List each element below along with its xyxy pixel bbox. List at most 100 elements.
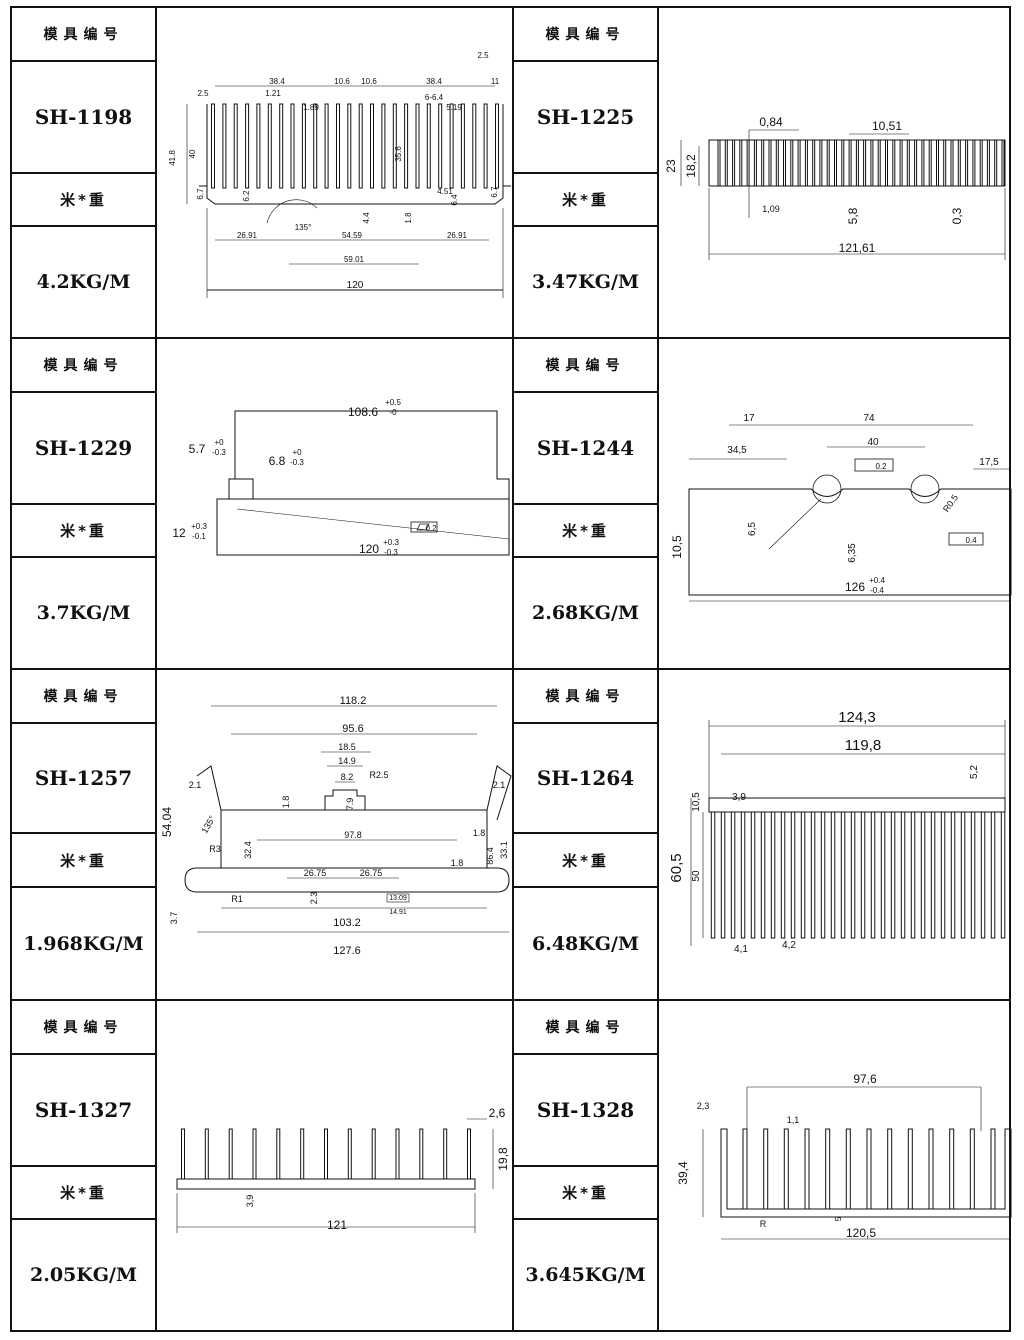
- dim-label: 60,5: [668, 853, 685, 882]
- dim-label: 6.7: [490, 186, 499, 198]
- heat-sink-fin: [472, 103, 477, 189]
- dim-label: 4,1: [734, 944, 748, 955]
- heat-sink-fin: [750, 811, 756, 939]
- dim-label: 6.8: [269, 454, 286, 468]
- profile-drawing-sh-1328: 97,6 2,3 1,1 39,4 R 5 120,5: [676, 1072, 1012, 1240]
- heat-sink-fin: [845, 1128, 851, 1210]
- weight-label: 米*重: [562, 191, 609, 209]
- heat-sink-fin: [753, 139, 757, 187]
- dim-label: 38.4: [426, 77, 442, 86]
- mold-no-label: 模具编号: [43, 689, 124, 705]
- dim-label: 2.3: [309, 892, 319, 905]
- dim-label: 1.89: [303, 103, 319, 112]
- heat-sink-fin: [717, 139, 721, 187]
- heat-sink-fin: [969, 1128, 975, 1210]
- heat-sink-fin: [358, 103, 363, 189]
- heat-sink-fin: [732, 139, 736, 187]
- mold-no-label: 模具编号: [545, 689, 626, 705]
- mold-no-label: 模具编号: [545, 27, 626, 43]
- heat-sink-fin: [724, 139, 728, 187]
- weight-value: 2.05KG/M: [30, 1264, 137, 1286]
- weight-value: 3.645KG/M: [525, 1264, 646, 1286]
- weight-value: 3.47KG/M: [532, 271, 639, 293]
- model-number: SH-1229: [34, 436, 133, 460]
- heat-sink-fin: [1001, 139, 1005, 187]
- dim-label: 50: [691, 870, 702, 882]
- dim-label: 103.2: [333, 917, 361, 929]
- heat-sink-fin: [800, 811, 806, 939]
- heat-sink-fin: [204, 1128, 209, 1180]
- profile-drawing-sh-1229: 108.6 +0.5 -0 5.7 +0 -0.3 6.8 +0 -0.3 12…: [172, 398, 510, 557]
- dim-label: 32.4: [243, 841, 253, 859]
- dim-label: 97.8: [344, 830, 362, 840]
- heat-sink-fin: [256, 103, 261, 189]
- dim-label: 6,35: [847, 543, 858, 563]
- heat-sink-fin: [914, 139, 918, 187]
- heat-sink-fin: [826, 139, 830, 187]
- heat-sink-fin: [906, 139, 910, 187]
- dim-label: 121: [327, 1218, 347, 1232]
- heat-sink-fin: [986, 139, 990, 187]
- heat-sink-fin: [336, 103, 340, 189]
- dim-label: 2.5: [477, 51, 489, 60]
- dim-label: 121,61: [839, 241, 876, 255]
- heat-sink-fin: [347, 1128, 352, 1180]
- heat-sink-fin: [392, 103, 397, 189]
- heat-sink-fin: [899, 139, 903, 187]
- dim-label: 6.4: [450, 194, 459, 206]
- dim-label: 23: [664, 159, 678, 173]
- heat-sink-fin: [970, 811, 976, 939]
- heat-sink-fin: [830, 811, 836, 939]
- heat-sink-fin: [949, 1128, 955, 1210]
- dim-label: 2.1: [189, 780, 202, 790]
- dim-label: 0.2: [875, 462, 887, 471]
- dim-label: R1: [231, 894, 243, 904]
- weight-value: 2.68KG/M: [532, 602, 639, 624]
- dim-label: 12: [172, 526, 186, 540]
- dim-label: 10,5: [691, 792, 702, 812]
- heat-sink-fin: [720, 811, 726, 939]
- heat-sink-fin: [892, 139, 896, 187]
- heat-sink-fin: [415, 103, 420, 189]
- heat-sink-fin: [950, 811, 956, 939]
- dim-label: 4.4: [362, 212, 371, 224]
- heat-sink-fin: [887, 1128, 893, 1210]
- dim-label: -0: [389, 408, 397, 417]
- dim-label: 54.59: [342, 231, 363, 240]
- dim-label: R2.5: [369, 770, 388, 780]
- dim-label: 1.8: [281, 796, 291, 809]
- weight-value: 4.2KG/M: [36, 271, 131, 293]
- heat-sink-fin: [483, 103, 488, 189]
- heat-sink-fin: [972, 139, 976, 187]
- heat-sink-fin: [370, 103, 374, 189]
- heat-sink-fin: [222, 103, 227, 189]
- dim-label: 59.01: [344, 255, 365, 264]
- dim-label: 2,6: [489, 1106, 506, 1120]
- weight-value: 6.48KG/M: [532, 932, 639, 955]
- heat-sink-fin: [943, 139, 947, 187]
- dim-label: 4.51: [437, 187, 453, 196]
- dim-label: 1,1: [787, 1115, 800, 1125]
- dim-label: 6,5: [747, 522, 758, 536]
- dim-label: 5.19: [446, 103, 462, 112]
- dim-label: 10,5: [670, 535, 684, 559]
- heat-sink-fin: [301, 103, 306, 189]
- heat-sink-fin: [907, 1128, 913, 1210]
- heat-sink-fin: [936, 139, 939, 187]
- heat-sink-fin: [812, 139, 816, 187]
- dim-label: 1.8: [451, 858, 464, 868]
- heat-sink-fin: [233, 103, 238, 189]
- heat-sink-fin: [930, 811, 936, 939]
- heat-sink-fin: [775, 139, 779, 187]
- dim-label: 17: [743, 413, 755, 424]
- model-number: SH-1198: [34, 105, 133, 129]
- heat-sink-fin: [245, 103, 250, 189]
- mold-no-label: 模具编号: [43, 1020, 124, 1036]
- dim-label: 1.8: [404, 212, 413, 224]
- dim-label: 38.4: [269, 77, 285, 86]
- dim-label: 126: [845, 580, 865, 594]
- profile-drawing-sh-1257: 118.2 95.6 18.5 14.9 8.2 R2.5 2.1 2.1 1.…: [160, 695, 512, 957]
- heat-sink-fin: [324, 1128, 328, 1180]
- heat-sink-fin: [928, 139, 932, 187]
- dim-label: 120: [359, 542, 379, 556]
